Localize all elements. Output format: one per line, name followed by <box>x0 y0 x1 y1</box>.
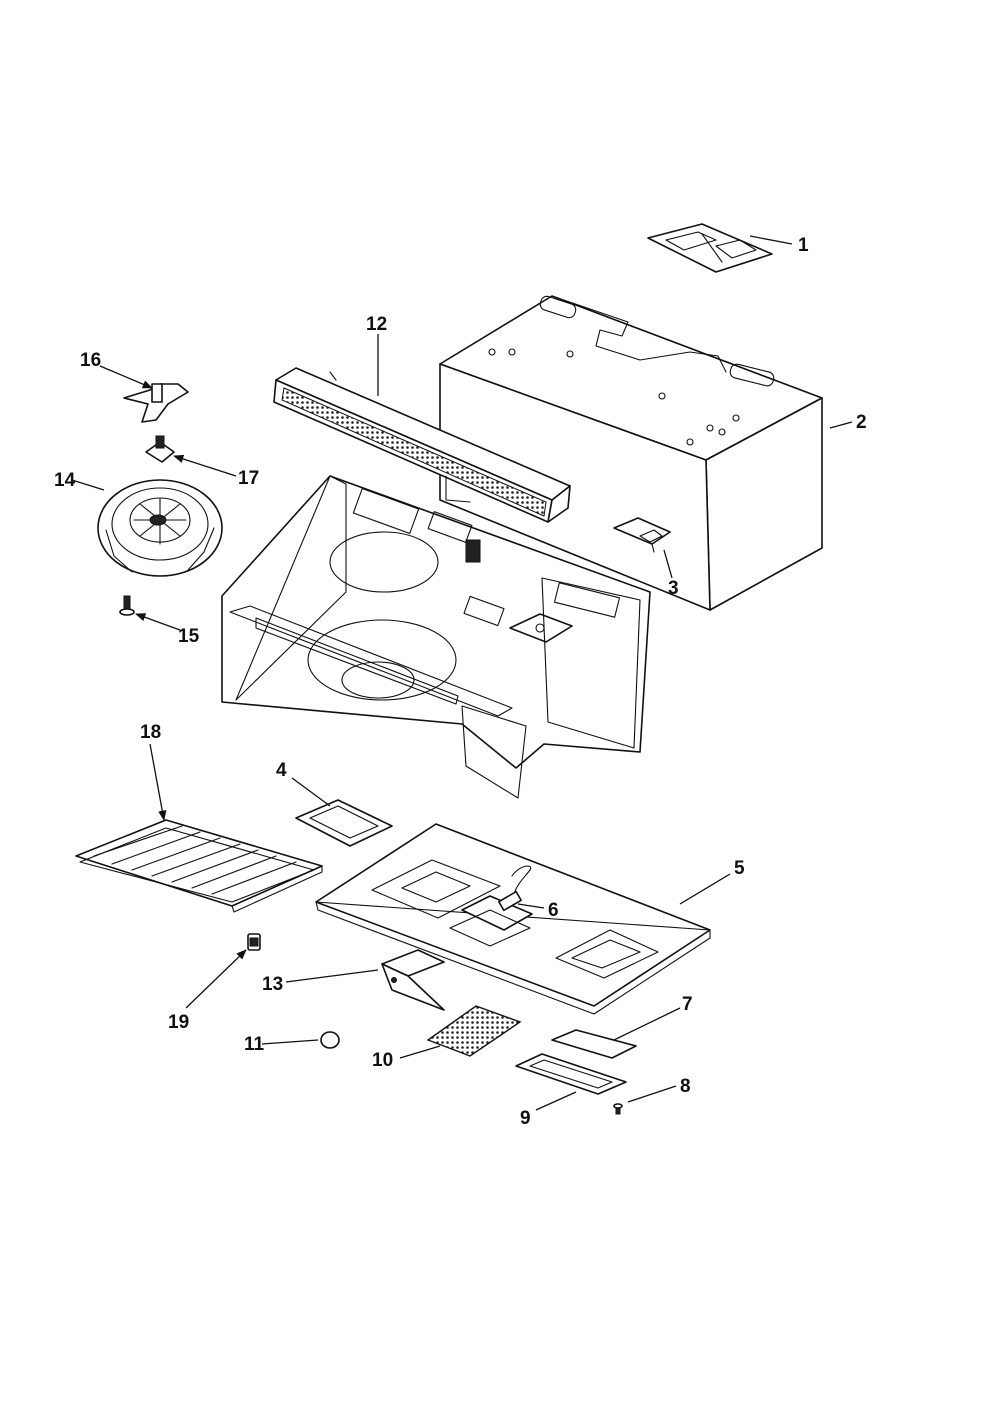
part-14-fan-base <box>97 479 223 577</box>
callout-3: 3 <box>668 578 679 599</box>
callout-9: 9 <box>520 1108 531 1129</box>
callout-7: 7 <box>682 994 693 1015</box>
callout-14: 14 <box>54 470 76 491</box>
part-5-base-plate <box>315 823 711 1015</box>
part-18-oven-rack <box>75 819 323 913</box>
callout-13: 13 <box>262 974 283 995</box>
callout-16: 16 <box>80 350 101 371</box>
callout-4: 4 <box>276 760 287 781</box>
part-9-frame <box>515 1053 627 1095</box>
part-12-vent-grille <box>273 367 571 523</box>
callout-17: 17 <box>238 468 259 489</box>
callout-5: 5 <box>734 858 745 879</box>
callout-6: 6 <box>548 900 559 921</box>
part-2-outer-cabinet <box>439 295 823 611</box>
part-10-filter <box>426 1005 522 1057</box>
callout-15: 15 <box>178 626 200 647</box>
part-17-coupler <box>145 435 175 463</box>
callout-10: 10 <box>372 1050 393 1071</box>
callout-11: 11 <box>244 1034 265 1055</box>
part-8-screw <box>613 1103 623 1115</box>
callout-1: 1 <box>798 235 809 256</box>
callout-18: 18 <box>140 722 161 743</box>
part-11-bulb <box>320 1031 340 1049</box>
part-15-screw <box>119 595 135 616</box>
callout-8: 8 <box>680 1076 691 1097</box>
part-3-bracket <box>613 517 671 553</box>
part-callouts: 1 2 3 4 5 6 7 8 9 10 11 12 13 14 15 16 1… <box>54 235 867 1129</box>
part-6-lamp-socket <box>498 865 532 912</box>
callout-19: 19 <box>168 1012 189 1033</box>
callout-2: 2 <box>856 412 867 433</box>
part-13-duct <box>381 949 445 1011</box>
oven-cavity <box>221 475 651 799</box>
leader-lines <box>71 235 853 1111</box>
part-4-cover <box>295 799 393 847</box>
part-19-knob <box>247 933 261 951</box>
part-7-plate <box>551 1029 637 1059</box>
part-16-stirrer-blade <box>123 383 189 423</box>
callout-12: 12 <box>366 314 387 335</box>
part-1-top-bracket <box>647 223 773 273</box>
